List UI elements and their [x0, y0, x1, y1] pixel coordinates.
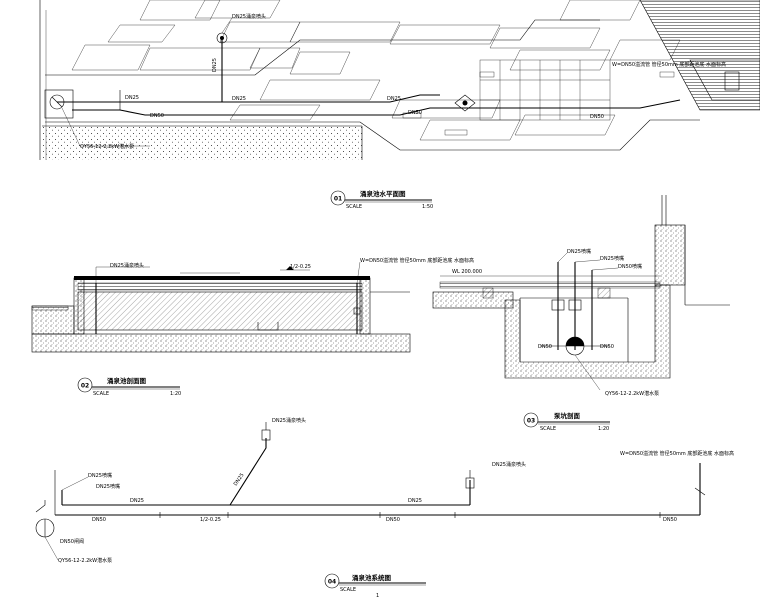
pit-scale-label: SCALE	[540, 426, 556, 432]
section-scale-value: 1:20	[170, 391, 181, 397]
pit-label-dn25-b: DN25喷嘴	[600, 255, 624, 262]
system-scale-label: SCALE	[340, 587, 356, 593]
plan-label-pump: QY56-12-2.2kW潜水泵	[80, 143, 134, 150]
system-title-block: 04 涌泉池系统图 SCALE 1	[324, 573, 426, 597]
section-view-title: 涌泉池剖面图	[107, 376, 147, 385]
section-label-overflow: W=DN50溢流管 管径50mm 底部距池底 水面标高	[360, 257, 474, 264]
plan-view-title: 涌泉池水平面图	[360, 189, 406, 198]
paver-blocks	[71, 0, 681, 141]
section-label-level: 1/2-0.25	[290, 264, 311, 270]
pit-pump-symbol	[540, 336, 610, 356]
system-label-pump: QY56-12-2.2kW潜水泵	[58, 557, 112, 564]
plan-label-dn25-right: DN25	[387, 96, 401, 102]
pit-label-dn50: DN50喷嘴	[618, 263, 642, 270]
plan-scale-value: 1:50	[422, 204, 433, 210]
pit-view-number: 03	[527, 418, 535, 425]
system-pump-symbol	[35, 500, 55, 538]
pit-scale-value: 1:20	[598, 426, 609, 432]
section-label-dn25: DN25涌泉喷头	[110, 262, 144, 269]
system-label-overflow: W=DN50溢流管 管径50mm 底部距池底 水面标高	[620, 450, 734, 457]
system-label-dn50-valve: DN50闸阀	[60, 538, 84, 545]
section-scale-label: SCALE	[93, 391, 109, 397]
plan-label-overflow-note: W=DN50溢流管 管径50mm 底部距池底 水面标高	[612, 61, 726, 68]
system-label-dn50-b: DN50	[386, 517, 400, 523]
grid-paving	[479, 59, 611, 121]
pit-label-dn50-right: DN50	[600, 344, 614, 350]
plan-label-dn25-nozzle: DN25涌泉喷头	[232, 13, 266, 20]
system-label-dn50-c: DN50	[663, 517, 677, 523]
system-label-level: 1/2-0.25	[200, 517, 221, 523]
system-label-dn25-d: DN25	[233, 472, 246, 487]
system-view-title: 涌泉池系统图	[352, 573, 392, 582]
plan-nozzle-2	[454, 94, 476, 112]
system-label-dn25-c: DN25	[130, 498, 144, 504]
pump-pit-view: DN25喷嘴 DN25喷嘴 DN50喷嘴 WL 200.000 DN50 DN5…	[432, 195, 730, 432]
plan-label-dn25-mid: DN25	[232, 96, 246, 102]
system-view: DN25涌泉喷头 DN25涌泉喷头 DN25喷嘴 DN25喷嘴 DN25 DN2…	[35, 417, 734, 597]
system-label-dn25-top: DN25涌泉喷头	[272, 417, 306, 424]
system-label-dn25-b: DN25喷嘴	[96, 483, 120, 490]
pit-label-pump: QY56-12-2.2kW潜水泵	[605, 390, 659, 397]
system-label-dn25-e: DN25	[408, 498, 422, 504]
plan-label-dn50-b: DN50	[408, 110, 422, 116]
system-scale-value: 1	[376, 593, 379, 597]
plan-title-block: 01 涌泉池水平面图 SCALE 1:50	[330, 189, 433, 210]
section-title-block: 02 涌泉池剖面图 SCALE 1:20	[77, 376, 181, 397]
system-view-number: 04	[328, 579, 336, 586]
pit-view-title: 泵坑剖面	[553, 411, 581, 420]
plan-label-dn50-a: DN50	[150, 113, 164, 119]
plan-pump-pit	[44, 89, 74, 119]
system-label-dn25-a: DN25喷嘴	[88, 472, 112, 479]
plan-view-number: 01	[334, 196, 342, 203]
plan-scale-label: SCALE	[346, 204, 362, 210]
plan-view: DN25涌泉喷头 DN25 DN25 DN25 DN25 DN50 DN50 D…	[39, 0, 760, 210]
pit-label-dn25-a: DN25喷嘴	[567, 248, 591, 255]
system-label-dn50-a: DN50	[92, 517, 106, 523]
pit-label-dn50-left: DN50	[538, 344, 552, 350]
plan-label-dn50-c: DN50	[590, 114, 604, 120]
plan-label-dn25-left: DN25	[125, 95, 139, 101]
section-view-number: 02	[81, 383, 89, 390]
pit-label-level: WL 200.000	[452, 269, 482, 275]
section-view: DN25涌泉喷头 W=DN50溢流管 管径50mm 底部距池底 水面标高 1/2…	[31, 257, 474, 397]
pit-title-block: 03 泵坑剖面 SCALE 1:20	[523, 411, 610, 432]
system-label-dn25-right: DN25涌泉喷头	[492, 461, 526, 468]
plan-label-dn25-vertical: DN25	[212, 58, 218, 72]
